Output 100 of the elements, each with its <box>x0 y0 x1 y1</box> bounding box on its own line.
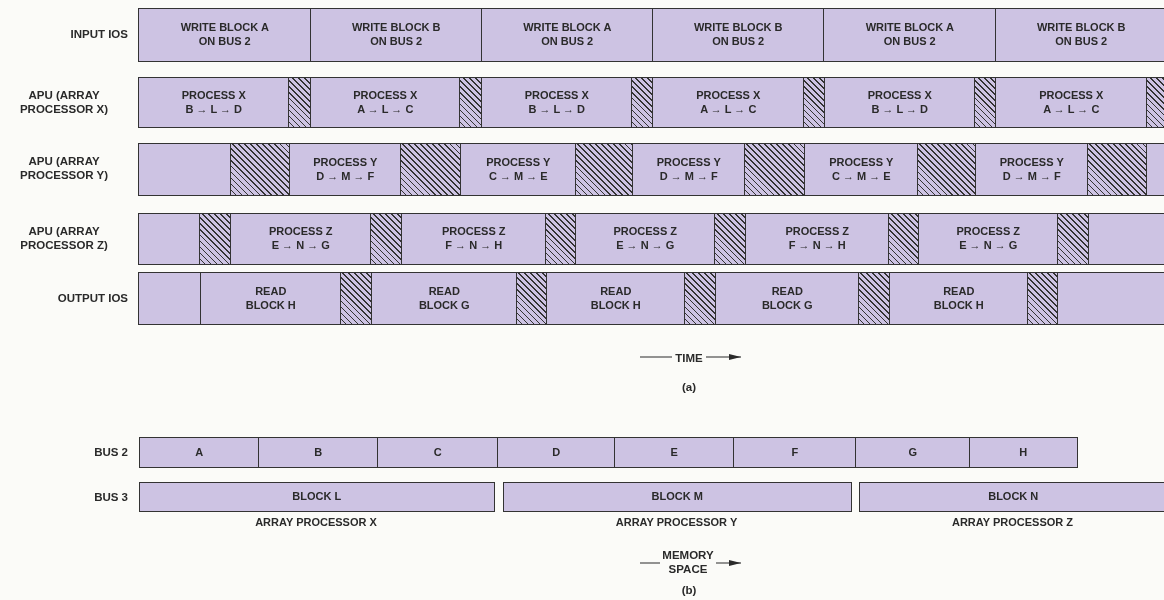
segment-label: READ BLOCK H <box>244 284 297 313</box>
memory-segment <box>497 437 616 468</box>
task-segment <box>230 213 372 265</box>
hatched-idle-segment <box>917 143 977 196</box>
segment-label: B → L → D <box>185 102 243 117</box>
hatched-idle-segment <box>803 77 826 128</box>
task-segment <box>575 213 716 265</box>
segment-label: G <box>908 445 918 460</box>
segment-label: READ BLOCK H <box>932 284 985 313</box>
task-segment <box>138 8 312 62</box>
task-segment <box>138 77 290 128</box>
segment-label: A → L → C <box>357 102 414 117</box>
segment-label: READ BLOCK G <box>760 284 814 313</box>
segment-label: PROCESS X <box>1039 88 1104 103</box>
task-segment <box>310 77 461 128</box>
hatched-idle-segment <box>1057 213 1090 265</box>
segment-label: WRITE BLOCK B ON BUS 2 <box>692 21 784 49</box>
hatched-idle-segment <box>199 213 232 265</box>
segment-label: C → M → E <box>488 169 548 184</box>
memory-segment <box>377 437 499 468</box>
segment-label: PROCESS Y <box>829 155 894 170</box>
task-segment <box>371 272 518 325</box>
row-label: APU (ARRAY PROCESSOR Y) <box>19 154 109 183</box>
segment-label: PROCESS Z <box>785 225 850 239</box>
segment-label: B → L → D <box>528 102 586 117</box>
hatched-idle-segment <box>288 77 312 128</box>
segment-label: PROCESS Y <box>486 155 551 170</box>
segment-label: PROCESS Z <box>268 225 333 239</box>
segment-label: A → L → C <box>700 102 757 117</box>
row-label: APU (ARRAY PROCESSOR X) <box>18 88 110 117</box>
task-segment <box>401 213 547 265</box>
task-segment <box>310 8 483 62</box>
memory-segment <box>969 437 1078 468</box>
segment-label: F <box>791 445 799 460</box>
figure-label: (a) <box>680 380 698 395</box>
task-segment <box>652 77 805 128</box>
hatched-idle-segment <box>888 213 920 265</box>
memory-segment <box>859 482 1164 512</box>
segment-label: PROCESS X <box>524 88 589 103</box>
task-segment <box>289 143 402 196</box>
segment-label: WRITE BLOCK B ON BUS 2 <box>1035 21 1127 49</box>
hatched-idle-segment <box>340 272 373 325</box>
hatched-idle-segment <box>1146 77 1164 128</box>
segment-label: BLOCK N <box>988 490 1039 504</box>
segment-label: H <box>1019 445 1028 460</box>
hatched-idle-segment <box>714 213 747 265</box>
task-segment <box>995 77 1148 128</box>
segment-label: BLOCK M <box>651 490 703 504</box>
segment-label: E → N → G <box>271 239 330 253</box>
memory-segment <box>855 437 971 468</box>
task-segment <box>546 272 686 325</box>
task-segment <box>823 8 997 62</box>
segment-label: B <box>314 445 323 460</box>
figure-label: (b) <box>680 583 698 598</box>
block-caption: ARRAY PROCESSOR Y <box>615 516 738 528</box>
row-label: BUS 2 <box>93 445 128 460</box>
hatched-idle-segment <box>858 272 891 325</box>
task-segment <box>918 213 1059 265</box>
task-segment <box>715 272 860 325</box>
hatched-idle-segment <box>684 272 717 325</box>
segment-label: F → N → H <box>788 239 846 253</box>
segment-label: WRITE BLOCK A ON BUS 2 <box>179 21 270 49</box>
segment-label: PROCESS Y <box>656 155 721 170</box>
segment-label: D → M → F <box>1002 169 1061 184</box>
segment-label: WRITE BLOCK A ON BUS 2 <box>864 21 955 49</box>
segment-label: READ BLOCK G <box>417 284 471 313</box>
task-segment <box>889 272 1029 325</box>
hatched-idle-segment <box>370 213 403 265</box>
segment-label: C → M → E <box>831 169 891 184</box>
segment-label: A → L → C <box>1043 102 1100 117</box>
segment-label: WRITE BLOCK B ON BUS 2 <box>350 21 442 49</box>
hatched-idle-segment <box>575 143 634 196</box>
segment-label: PROCESS Y <box>999 155 1064 170</box>
task-segment <box>745 213 890 265</box>
segment-label: D → M → F <box>659 169 718 184</box>
hatched-idle-segment <box>400 143 462 196</box>
segment-label: D <box>552 445 561 460</box>
segment-label: C <box>433 445 442 460</box>
row-label: APU (ARRAY PROCESSOR Z) <box>19 224 109 253</box>
memory-segment <box>503 482 852 512</box>
task-segment <box>481 8 654 62</box>
hatched-idle-segment <box>545 213 577 265</box>
hatched-idle-segment <box>1087 143 1148 196</box>
segment-label: E <box>670 445 678 460</box>
row-label: BUS 3 <box>93 490 128 505</box>
memory-segment <box>614 437 735 468</box>
segment-label: PROCESS X <box>696 88 761 103</box>
row-label: INPUT IOS <box>69 27 128 42</box>
task-segment <box>824 77 976 128</box>
memory-segment <box>733 437 857 468</box>
segment-label: BLOCK L <box>292 490 342 504</box>
task-segment <box>975 143 1089 196</box>
segment-label: F → N → H <box>445 239 503 253</box>
segment-label: A <box>195 445 204 460</box>
segment-label: E → N → G <box>616 239 675 253</box>
task-segment <box>481 77 633 128</box>
segment-label: E → N → G <box>959 239 1018 253</box>
segment-label: PROCESS X <box>867 88 932 103</box>
row-label: OUTPUT IOS <box>56 291 128 306</box>
hatched-idle-segment <box>459 77 483 128</box>
